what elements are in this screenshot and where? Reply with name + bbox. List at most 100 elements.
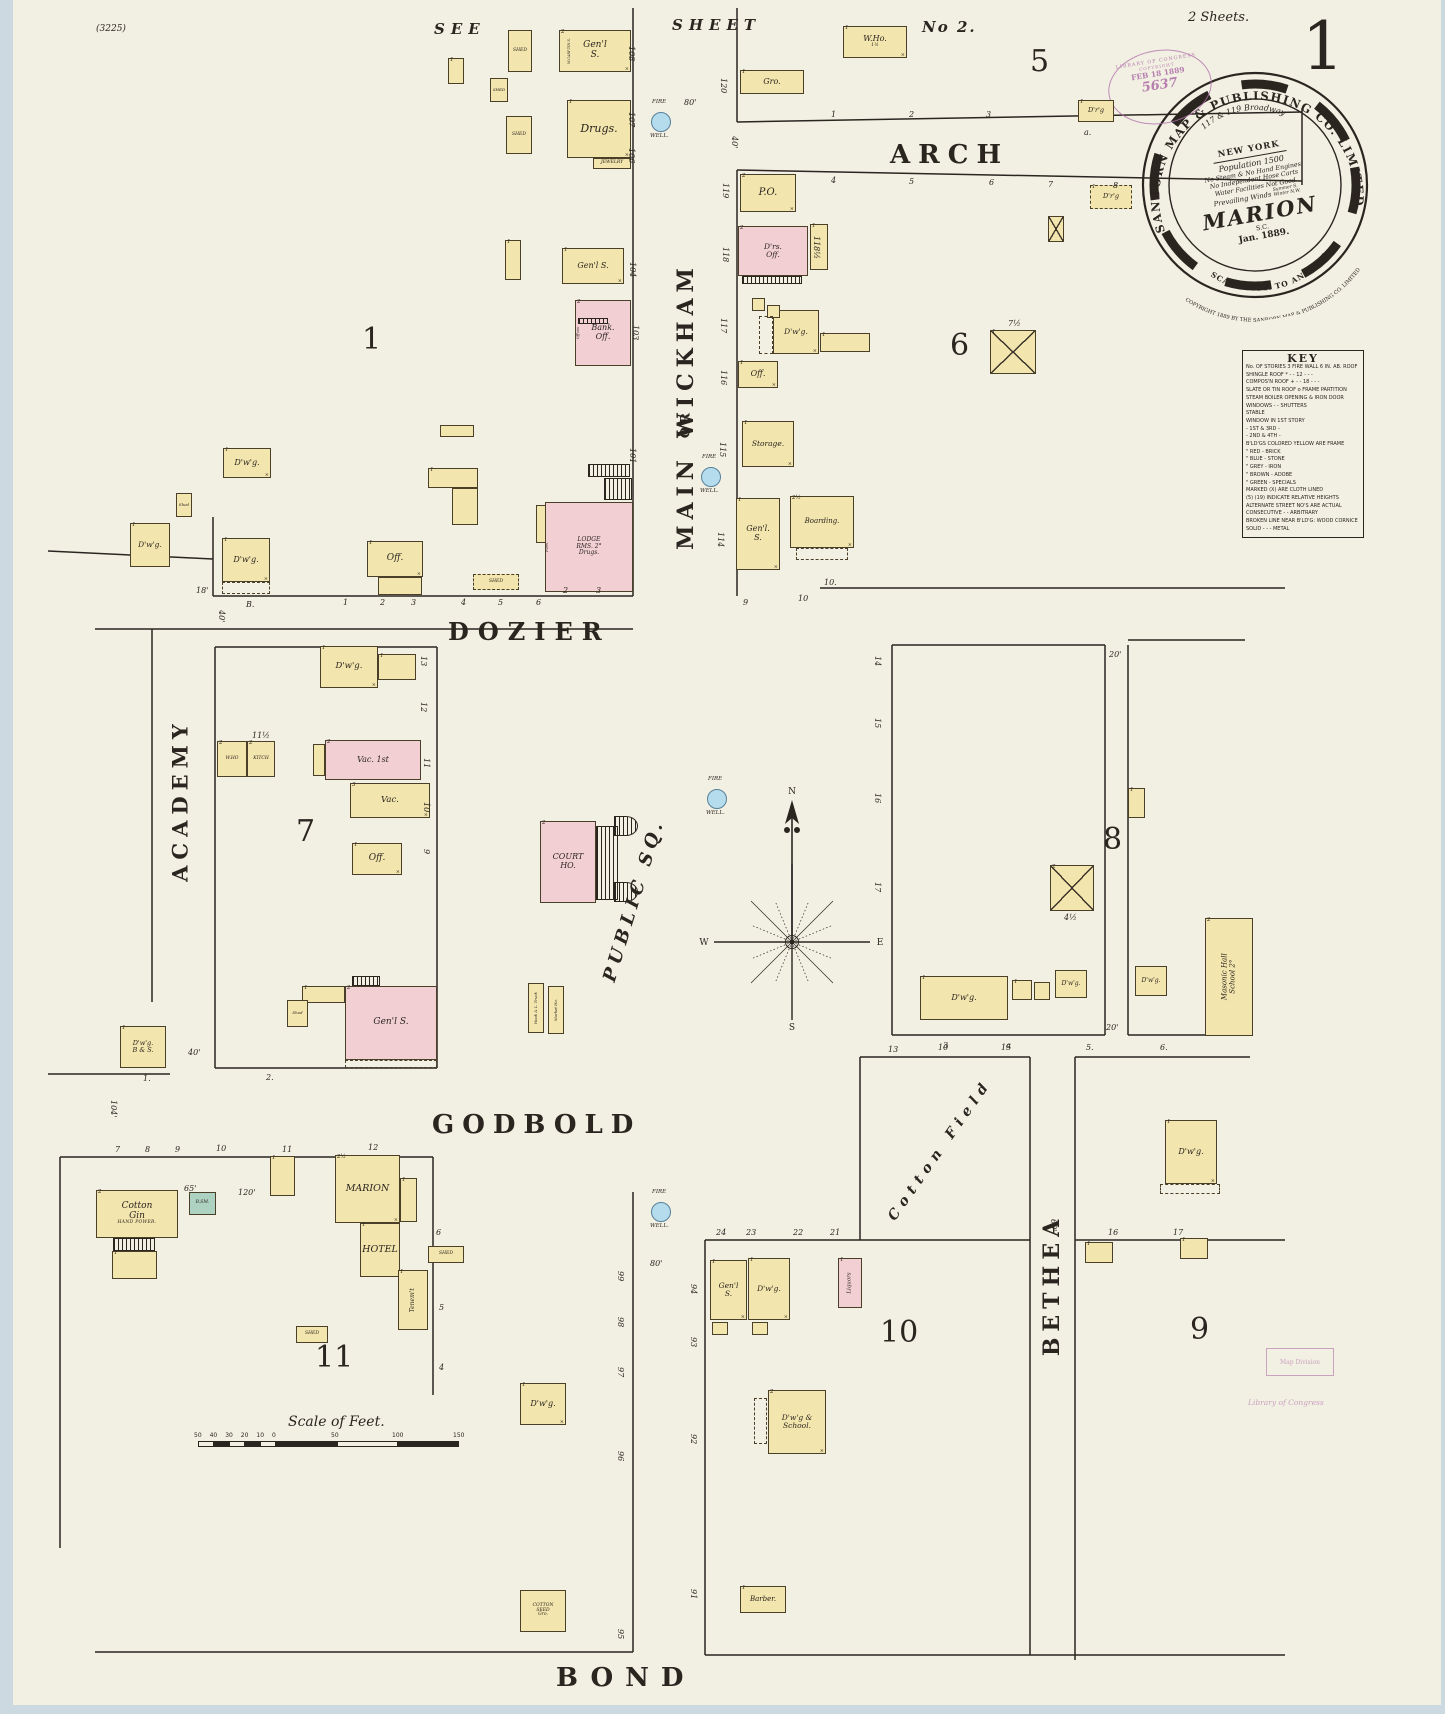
building [752, 298, 765, 311]
street-number: 7 [1048, 180, 1054, 189]
street-number: B. [246, 600, 255, 609]
building-d-w-g-: D'w'g.1 [130, 522, 170, 567]
street-number: 1. [143, 1074, 151, 1083]
street-number: 120' [238, 1188, 256, 1197]
stair-hatch [614, 816, 638, 836]
key-line: BROKEN LINE NEAR B'LD'G: WOOD CORNICE [1246, 518, 1358, 525]
stair-hatch [604, 478, 632, 500]
building [536, 505, 546, 543]
building-shed: SHED [508, 30, 532, 72]
building-barber-: Barber.1 [740, 1585, 786, 1613]
street-number: 1 [343, 598, 349, 607]
street-number: 119 [721, 183, 730, 199]
building [452, 488, 478, 525]
street-number: 11 [282, 1145, 293, 1154]
building-shed: SHED [473, 574, 519, 590]
scale-bar-segment [198, 1441, 214, 1447]
building-off-: Off.1× [367, 540, 423, 577]
sheet-note: SHEET [672, 16, 762, 34]
street-number: 3 [411, 598, 417, 607]
building-gen-l-s-: Gen'l S.2 [345, 985, 437, 1060]
building: 1 [1128, 787, 1145, 818]
building-jewelry: JEWELRY [593, 158, 631, 169]
building-shed: Shed [176, 493, 192, 517]
street-number: 4 [439, 1363, 445, 1372]
building-shed: SHED [490, 78, 508, 102]
street-number: 5 [909, 177, 915, 186]
street-number: 20' [1109, 650, 1122, 659]
street-number: 80' [650, 1259, 663, 1268]
building: 1 [378, 653, 416, 680]
building-d-w-g-: D'w'g.1× [1165, 1119, 1217, 1184]
block-number-1: 1 [362, 322, 382, 357]
fire-well-label: FIRE [708, 776, 723, 782]
street-number: 80' [684, 98, 697, 107]
scale-bar-segment [276, 1441, 337, 1447]
building [752, 1322, 768, 1335]
stair-hatch [578, 318, 608, 324]
building-d-w-g-: D'w'g. [1135, 966, 1167, 996]
building-gen-l-: Gen'l.S.1× [736, 497, 780, 570]
key-line: SHINGLE ROOF * - - 12 - - - [1246, 371, 1313, 378]
building [440, 425, 474, 437]
street-number: 16 [873, 793, 882, 804]
building-vac-: Vac.3× [350, 782, 430, 818]
fire-well-label: WELL. [650, 1223, 669, 1229]
street-label-bond: BOND [556, 1663, 696, 1693]
building-shed: SHED [506, 116, 532, 154]
street-number: 117 [719, 318, 728, 334]
street-number: 118 [721, 247, 730, 263]
street-number: 6 [436, 1228, 442, 1237]
fire-well-label: FIRE [652, 99, 667, 105]
building-market-ho-: Market Ho. [548, 986, 564, 1034]
key-line: STABLE [1246, 410, 1265, 417]
building: 1 [1012, 979, 1032, 1000]
building-d-w-g-: D'w'g.1× [520, 1382, 566, 1425]
street-number: 120 [719, 78, 728, 94]
building: 1 [505, 239, 521, 280]
building: 1 [1085, 1241, 1113, 1263]
scale-bar-segment [244, 1441, 261, 1447]
svg-text:W: W [699, 938, 709, 948]
street-number: 114 [716, 532, 725, 548]
building-shed: SHED [296, 1326, 328, 1343]
key-line: (5) (19) INDICATE RELATIVE HEIGHTS [1246, 494, 1339, 501]
block-number-6: 6 [950, 328, 970, 363]
street-number: 17 [873, 882, 882, 893]
street-number: 96 [616, 1451, 625, 1462]
porch-dashed [796, 548, 848, 560]
building-gro-: Gro.1 [740, 69, 804, 94]
scale-bar-segment [398, 1441, 459, 1447]
street-label-arch: ARCH [890, 140, 1010, 170]
key-line: STEAM BOILER OPENING & IRON DOOR [1246, 394, 1344, 401]
scale-bar-segment [260, 1441, 276, 1447]
street-number: 22 [793, 1228, 804, 1237]
key-line: - 2ND & 4TH - [1246, 433, 1281, 440]
street-number: 106 [627, 148, 636, 164]
building-gen-l-s-: Gen'l S.1× [562, 247, 624, 284]
svg-text:S: S [789, 1023, 795, 1033]
page-edge-right [1441, 0, 1445, 1714]
block-number-9: 9 [1190, 1312, 1210, 1347]
svg-text:N: N [788, 787, 796, 797]
street-number: 9 [422, 849, 431, 855]
street-number: 8 [145, 1145, 151, 1154]
fire-well-label: WELL. [650, 133, 669, 139]
stair-hatch [596, 826, 618, 900]
building-d-w-g-: D'w'g.1× [223, 447, 271, 478]
key-line: " BLUE - STONE [1246, 456, 1285, 463]
street-number: 94 [689, 1284, 698, 1295]
street-number: 4½ [1064, 913, 1077, 922]
block-number-10: 10 [880, 1315, 919, 1350]
key-line: ALTERNATE STREET NO'S ARE ACTUAL [1246, 502, 1342, 509]
building: 1 [990, 329, 1036, 374]
scale-label: Scale of Feet. [288, 1414, 385, 1430]
scale-bar-segment [337, 1441, 398, 1447]
street-number: 92 [689, 1434, 698, 1445]
key-line: B'LD'GS COLORED YELLOW ARE FRAME [1246, 441, 1345, 448]
